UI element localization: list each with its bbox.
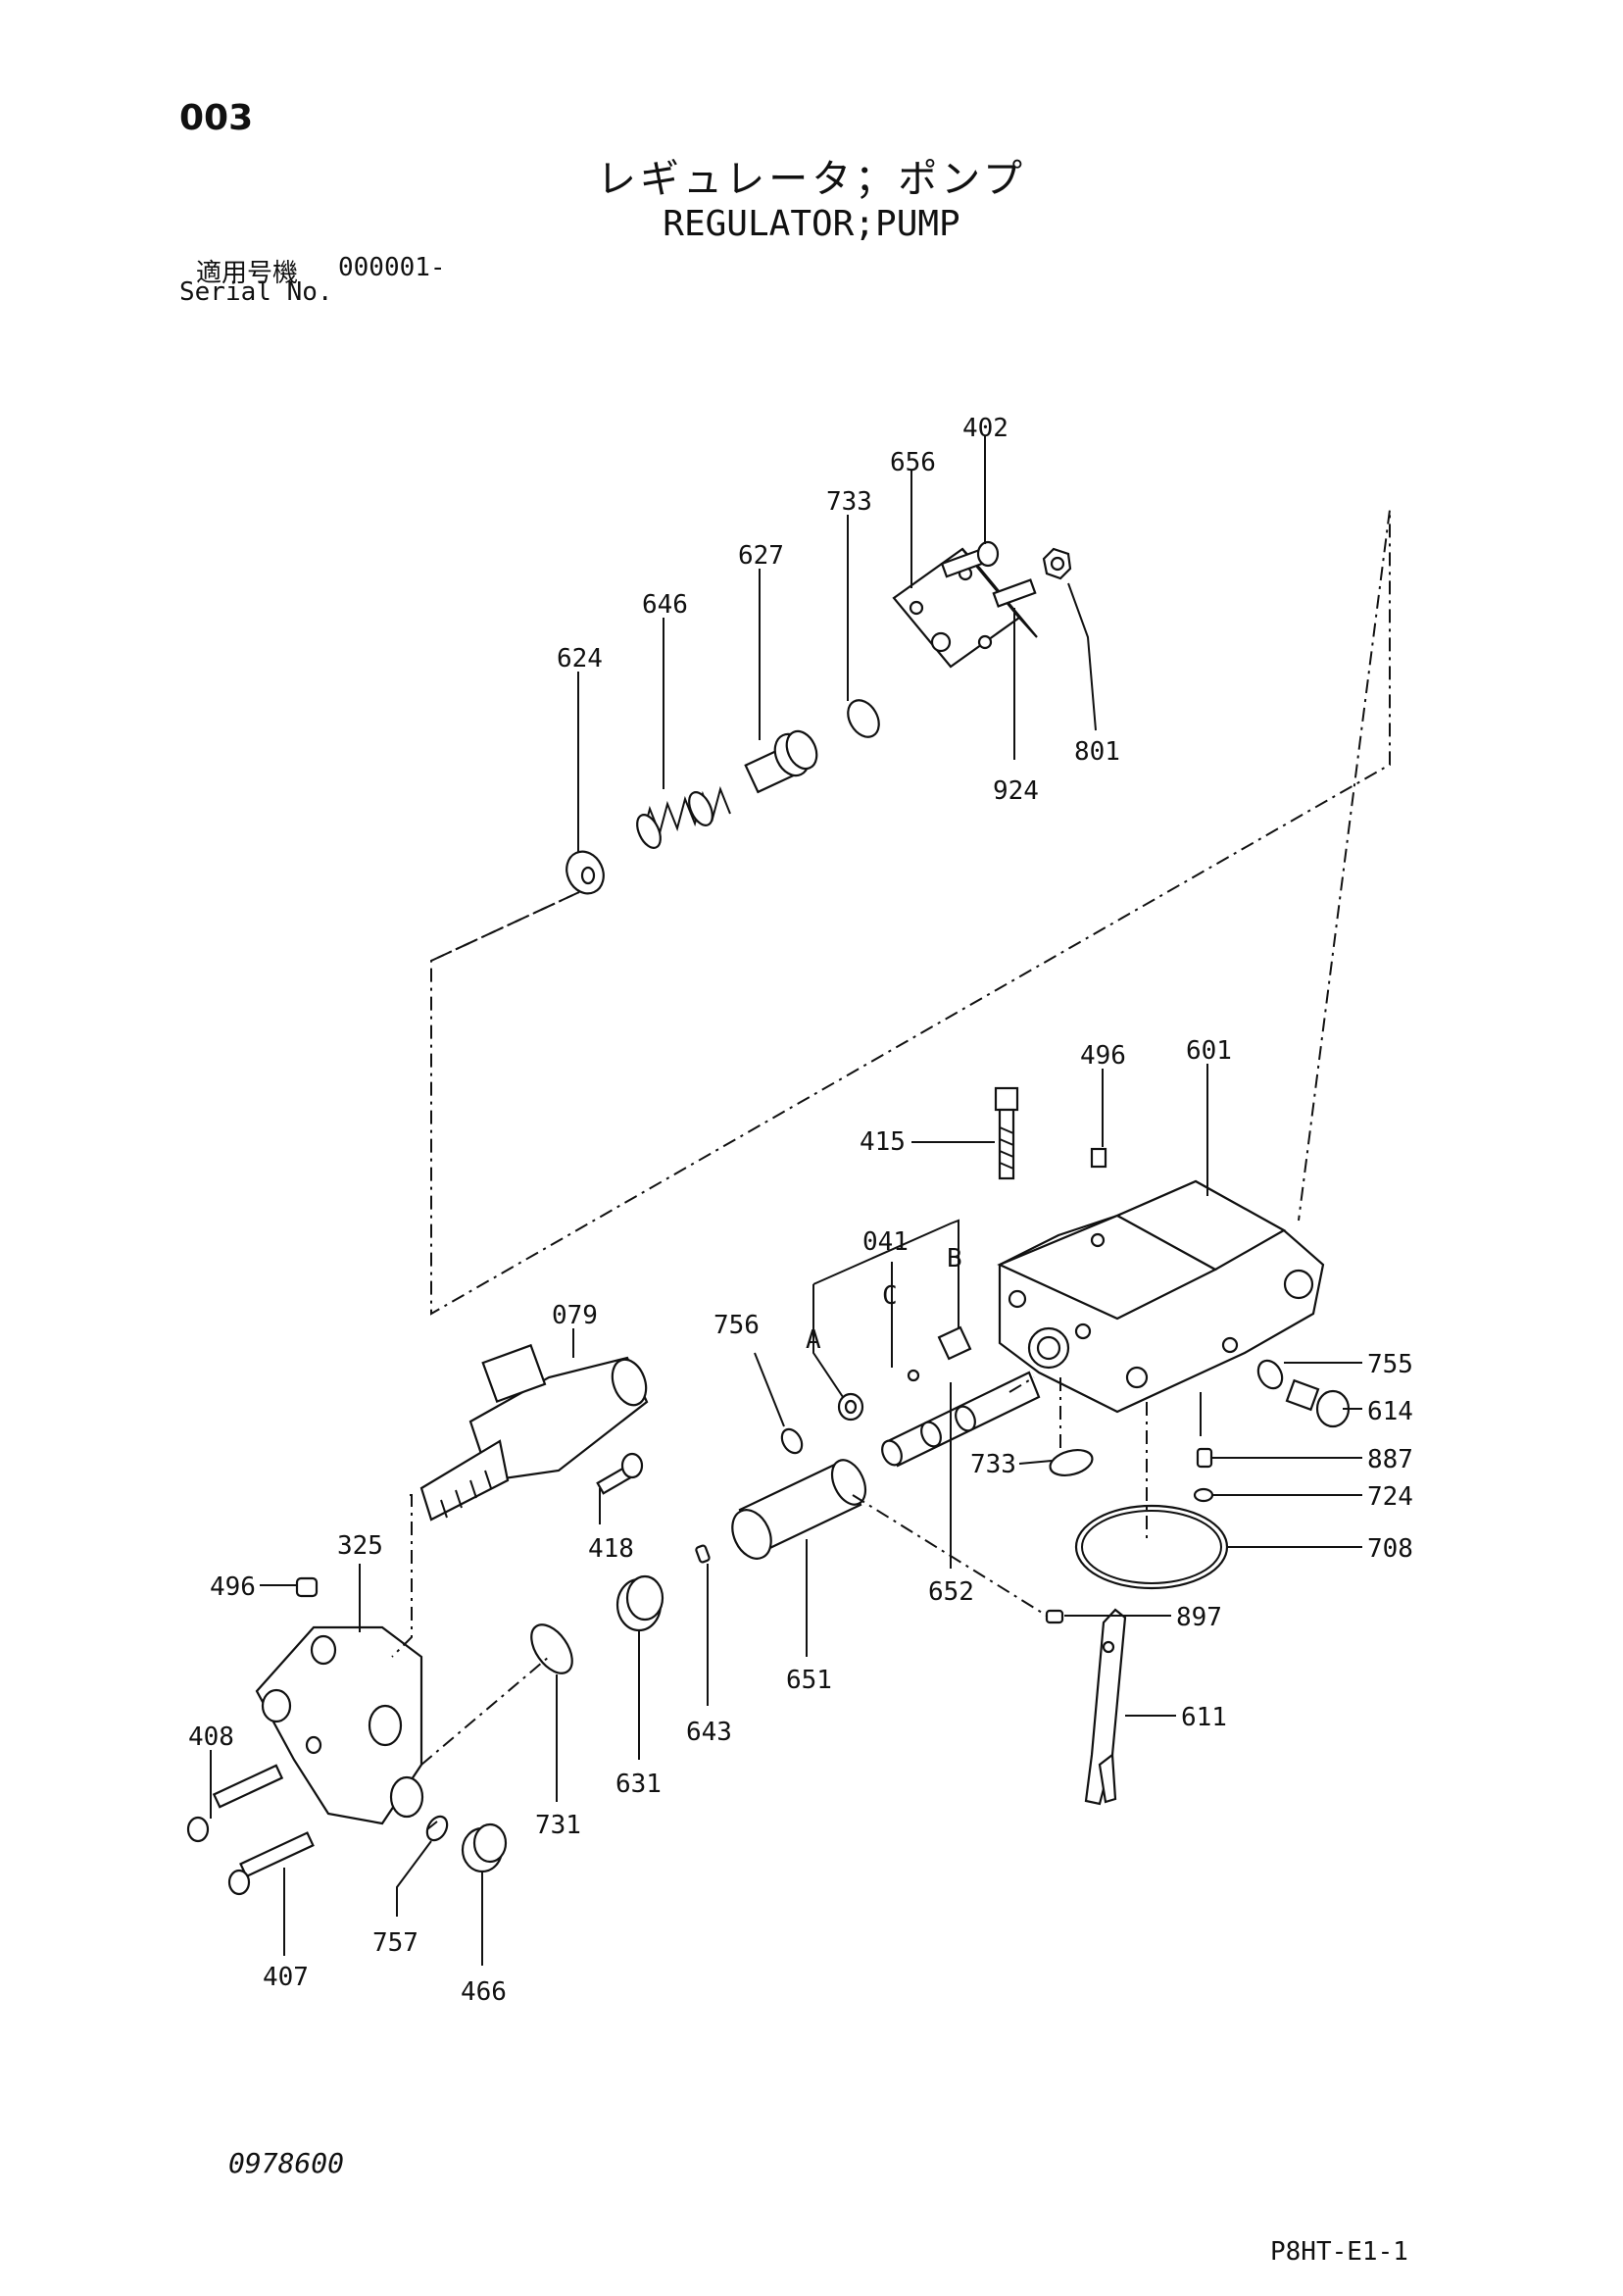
plug-614 [1285, 1378, 1351, 1428]
label-631: 631 [615, 1770, 662, 1799]
plug-496-bottom [295, 1576, 319, 1598]
label-708: 708 [1367, 1534, 1413, 1564]
o-ring-708-inner [1081, 1510, 1222, 1584]
label-627: 627 [738, 541, 784, 571]
sleeve-651 [731, 1459, 867, 1560]
boundary-edge [430, 891, 580, 962]
bolt-402 [940, 540, 1000, 578]
pin-887 [1196, 1447, 1213, 1469]
ball-041-C [907, 1369, 920, 1382]
fitting-041-A [837, 1392, 864, 1422]
o-ring-724 [1193, 1487, 1214, 1503]
label-079: 079 [552, 1301, 598, 1330]
label-466: 466 [461, 1977, 507, 2007]
label-624: 624 [557, 644, 603, 674]
title-english: REGULATOR;PUMP [663, 204, 960, 244]
assembly-boundary [430, 509, 1391, 1316]
sheet-code: P8HT-E1-1 [1270, 2237, 1408, 2267]
label-801: 801 [1074, 737, 1120, 767]
label-611: 611 [1181, 1703, 1227, 1732]
label-652: 652 [928, 1577, 974, 1607]
plug-466 [461, 1822, 508, 1873]
o-ring-733-top [847, 699, 880, 738]
o-ring-755 [1256, 1359, 1284, 1390]
bolt-407 [227, 1831, 315, 1896]
label-731: 731 [535, 1811, 581, 1840]
bolt-415 [994, 1086, 1019, 1180]
spool-652 [881, 1371, 1041, 1468]
o-ring-708 [1074, 1504, 1229, 1590]
document-code: 0978600 [228, 2147, 345, 2179]
label-A: A [806, 1325, 821, 1355]
lever-611 [1084, 1608, 1127, 1806]
housing-601 [997, 1179, 1325, 1414]
title-japanese: レギュレータ；ポンプ [597, 157, 1026, 202]
serial-value: 000001- [338, 253, 446, 282]
label-651: 651 [786, 1666, 832, 1695]
label-887: 887 [1367, 1445, 1413, 1474]
label-656: 656 [890, 448, 936, 477]
screw-418 [596, 1452, 644, 1495]
piston-627 [744, 729, 818, 794]
pin-897 [1045, 1609, 1064, 1624]
plug-631 [615, 1574, 664, 1632]
label-601: 601 [1186, 1036, 1232, 1066]
pin-643 [695, 1544, 711, 1564]
label-B: B [947, 1244, 962, 1273]
label-407: 407 [263, 1963, 309, 1992]
fitting-041-B [937, 1325, 972, 1361]
alignment-lines [391, 1376, 1148, 1830]
label-418: 418 [588, 1534, 634, 1564]
label-496-top: 496 [1080, 1041, 1126, 1071]
plug-496-top [1090, 1147, 1107, 1169]
valve-body-325 [255, 1625, 424, 1825]
seat-624 [566, 850, 605, 895]
label-415: 415 [860, 1127, 906, 1157]
label-C: C [882, 1281, 898, 1311]
serial-label-japanese: 適用号機 [196, 259, 299, 288]
label-646: 646 [642, 590, 688, 620]
solenoid-079 [419, 1343, 649, 1522]
spring-646 [636, 785, 731, 849]
label-755: 755 [1367, 1350, 1413, 1379]
label-757: 757 [372, 1928, 418, 1958]
o-ring-731 [530, 1623, 573, 1674]
label-325: 325 [337, 1531, 383, 1561]
label-041: 041 [862, 1227, 909, 1257]
label-496-bottom: 496 [210, 1572, 256, 1602]
label-733-bottom: 733 [970, 1450, 1016, 1479]
serial-label-english: Serial No. [179, 277, 333, 307]
bolt-408 [186, 1764, 284, 1843]
label-408: 408 [188, 1722, 234, 1752]
leader-lines [210, 436, 1362, 1966]
label-897: 897 [1176, 1603, 1222, 1632]
label-614: 614 [1367, 1397, 1413, 1426]
nut-801 [1042, 547, 1072, 580]
label-643: 643 [686, 1718, 732, 1747]
bolt-924 [992, 578, 1037, 608]
label-924: 924 [993, 776, 1039, 806]
o-ring-756 [780, 1427, 804, 1455]
label-724: 724 [1367, 1482, 1413, 1512]
o-ring-757 [425, 1815, 449, 1842]
label-756: 756 [713, 1311, 760, 1340]
page-number: 003 [179, 98, 254, 138]
label-402: 402 [962, 414, 1008, 443]
o-ring-733-bottom [1049, 1448, 1094, 1477]
label-733-top: 733 [826, 487, 872, 517]
